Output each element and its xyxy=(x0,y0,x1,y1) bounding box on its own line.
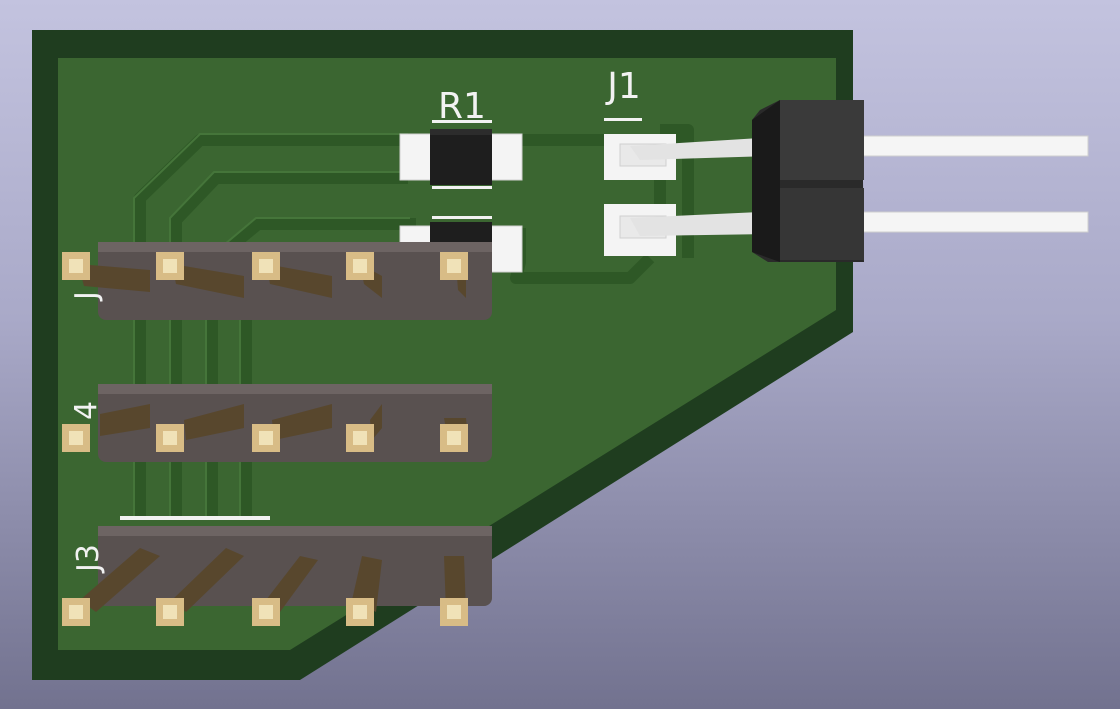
header-middle-pads xyxy=(62,424,468,452)
header-bottom[interactable]: J3 xyxy=(62,516,492,626)
header-top[interactable]: J xyxy=(62,242,492,320)
header-bottom-label: J3 xyxy=(71,544,106,574)
header-bottom-pads xyxy=(62,598,468,626)
j1-label: J1 xyxy=(605,66,641,107)
j1-connector[interactable]: J1 xyxy=(604,66,1089,262)
header-top-label: J xyxy=(69,291,104,302)
header-middle[interactable]: 4 xyxy=(62,384,492,462)
r1-label: R1 xyxy=(438,86,486,127)
r1-resistor[interactable]: R1 xyxy=(399,86,523,189)
header-top-pads xyxy=(62,252,468,280)
header-middle-label: 4 xyxy=(69,401,104,420)
